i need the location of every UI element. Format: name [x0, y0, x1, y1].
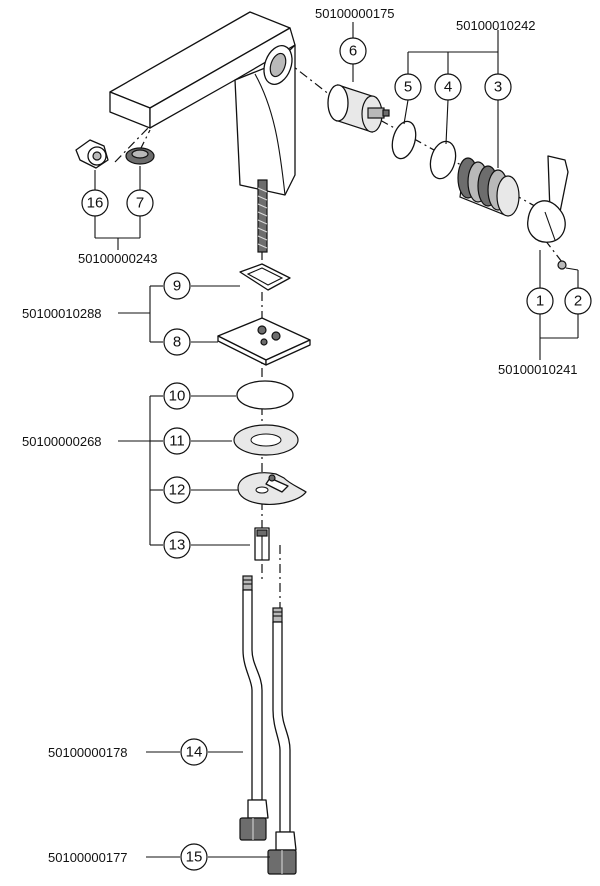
callout-5: 5 [404, 79, 412, 96]
callout-6: 6 [349, 43, 357, 60]
hose-15 [267, 607, 297, 875]
o-ring-4 [429, 140, 457, 180]
callout-12: 12 [169, 482, 186, 499]
callout-7: 7 [136, 195, 144, 212]
horseshoe-12 [237, 472, 307, 505]
housing-part [457, 157, 520, 217]
callout-9: 9 [173, 278, 181, 295]
ring-10 [236, 380, 294, 410]
aerator-parts [75, 139, 155, 169]
part-number-fixing-kit-lower: 50100000268 [22, 434, 102, 449]
nut-13 [254, 527, 270, 561]
callout-10: 10 [169, 388, 186, 405]
leader-lines [94, 22, 579, 858]
callout-14: 14 [186, 744, 203, 761]
callout-4: 4 [444, 79, 452, 96]
callout-circles [81, 37, 592, 871]
part-number-hose-short: 50100000177 [48, 850, 128, 865]
plate-8 [217, 317, 311, 366]
cartridge-part [327, 84, 390, 133]
part-number-handle-kit: 50100010241 [498, 362, 578, 377]
part-number-fixing-kit-upper: 50100010288 [22, 306, 102, 321]
handle-part [527, 155, 569, 270]
callout-1: 1 [536, 293, 544, 310]
callout-2: 2 [574, 293, 582, 310]
faucet-body [109, 11, 296, 253]
callout-3: 3 [494, 79, 502, 96]
gasket-9 [239, 263, 291, 291]
callout-11: 11 [169, 433, 185, 450]
o-ring-5 [391, 120, 417, 160]
callout-16: 16 [87, 195, 104, 212]
callout-13: 13 [169, 537, 186, 554]
part-number-seal-kit: 50100010242 [456, 18, 536, 33]
part-number-hose-long: 50100000178 [48, 745, 128, 760]
hose-14 [239, 575, 269, 841]
callout-15: 15 [186, 849, 203, 866]
part-number-aerator-kit: 50100000243 [78, 251, 158, 266]
part-number-cartridge: 50100000175 [315, 6, 395, 21]
callout-8: 8 [173, 334, 181, 351]
